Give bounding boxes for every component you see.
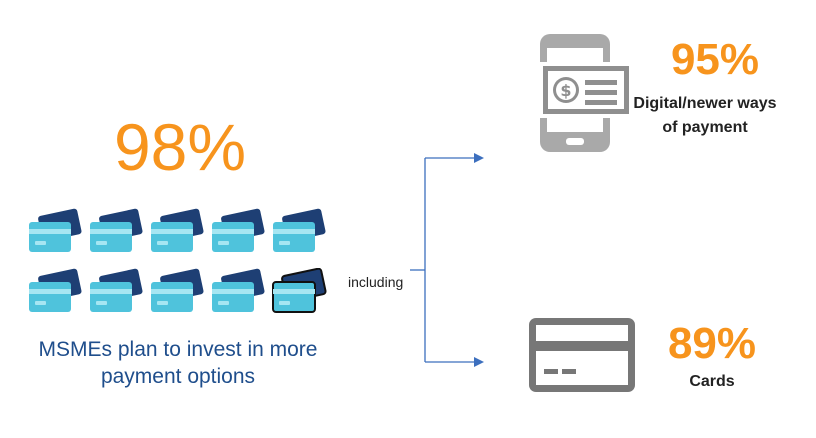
credit-card-icon [26, 268, 84, 316]
mobile-payment-icon: $ [538, 34, 634, 152]
connector-lines [410, 153, 484, 367]
credit-card-icon [270, 267, 328, 316]
credit-card-icon [26, 208, 84, 256]
credit-card-icon [148, 268, 206, 316]
cards-percentage: 89% [667, 319, 757, 368]
msme-percentage: 98% [113, 110, 247, 184]
credit-card-icon [270, 208, 328, 256]
digital-percentage: 95% [670, 35, 760, 84]
credit-card-icon [148, 208, 206, 256]
arrow-right-icon [474, 153, 484, 163]
cards-icon-grid [26, 208, 336, 318]
svg-text:$: $ [560, 81, 571, 100]
credit-card-icon [209, 268, 267, 316]
credit-card-icon [87, 208, 145, 256]
msme-caption: MSMEs plan to invest in more payment opt… [38, 338, 318, 388]
arrow-right-icon [474, 357, 484, 367]
cards-label: Cards [689, 373, 735, 390]
credit-card-icon [87, 268, 145, 316]
digital-payment-label: Digital/newer ways of payment [633, 95, 777, 136]
including-label: including [348, 274, 404, 290]
credit-card-icon [209, 208, 267, 256]
credit-card-icon [529, 318, 635, 392]
